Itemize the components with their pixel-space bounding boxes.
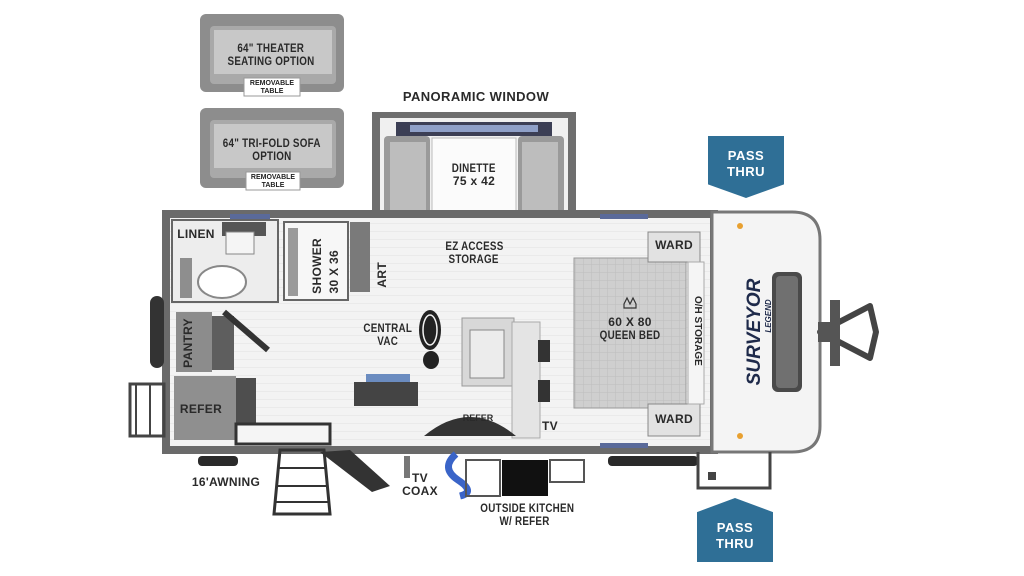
outside-kitchen — [404, 451, 585, 500]
hitch — [817, 300, 879, 366]
linen-label: LINEN — [177, 227, 215, 241]
trifold-sofa-option — [200, 108, 344, 191]
pantry-refer-block — [174, 309, 332, 446]
ward-bottom-label: WARD — [655, 412, 693, 426]
entry-steps — [198, 448, 698, 516]
theater-seating-option — [200, 14, 344, 97]
front-storage-bracket — [696, 452, 772, 490]
brand-sub: LEGEND — [764, 299, 773, 333]
shower-label: SHOWER 30 X 36 — [309, 238, 341, 294]
ward-top-label: WARD — [655, 238, 693, 252]
brand-name: SURVEYOR — [744, 278, 765, 385]
ez-access-storage-label: EZ ACCESS STORAGE — [444, 239, 504, 267]
bathroom — [171, 219, 370, 303]
trifold-sofa-label: 64" TRI-FOLD SOFA OPTION — [223, 136, 321, 164]
kitchen-island — [354, 317, 550, 439]
refer-label: REFER — [179, 402, 223, 416]
queen-bed — [573, 231, 705, 437]
tv-label: TV — [542, 419, 558, 433]
footprint-icon — [419, 310, 441, 369]
dinette-label: DINETTE 75 x 42 — [452, 161, 496, 189]
theater-seating-label: 64" THEATER SEATING OPTION — [227, 41, 315, 69]
brand-logo: SURVEYOR LEGEND — [744, 278, 773, 385]
awning-label: 16'AWNING — [191, 475, 261, 489]
rear-bumper — [128, 296, 166, 438]
oh-storage-label: O/H STORAGE — [692, 296, 703, 366]
panoramic-window-label: PANORAMIC WINDOW — [402, 89, 550, 104]
queen-bed-label: 60 X 80 QUEEN BED — [599, 315, 661, 343]
pantry-label: PANTRY — [181, 318, 195, 368]
central-vac-label: CENTRAL VAC — [363, 321, 413, 349]
tv-coax-label: TV COAX — [402, 471, 438, 499]
refer-small-label: REFER — [462, 413, 494, 423]
art-label: ART — [375, 262, 389, 288]
outside-kitchen-label: OUTSIDE KITCHEN W/ REFER — [480, 501, 575, 529]
